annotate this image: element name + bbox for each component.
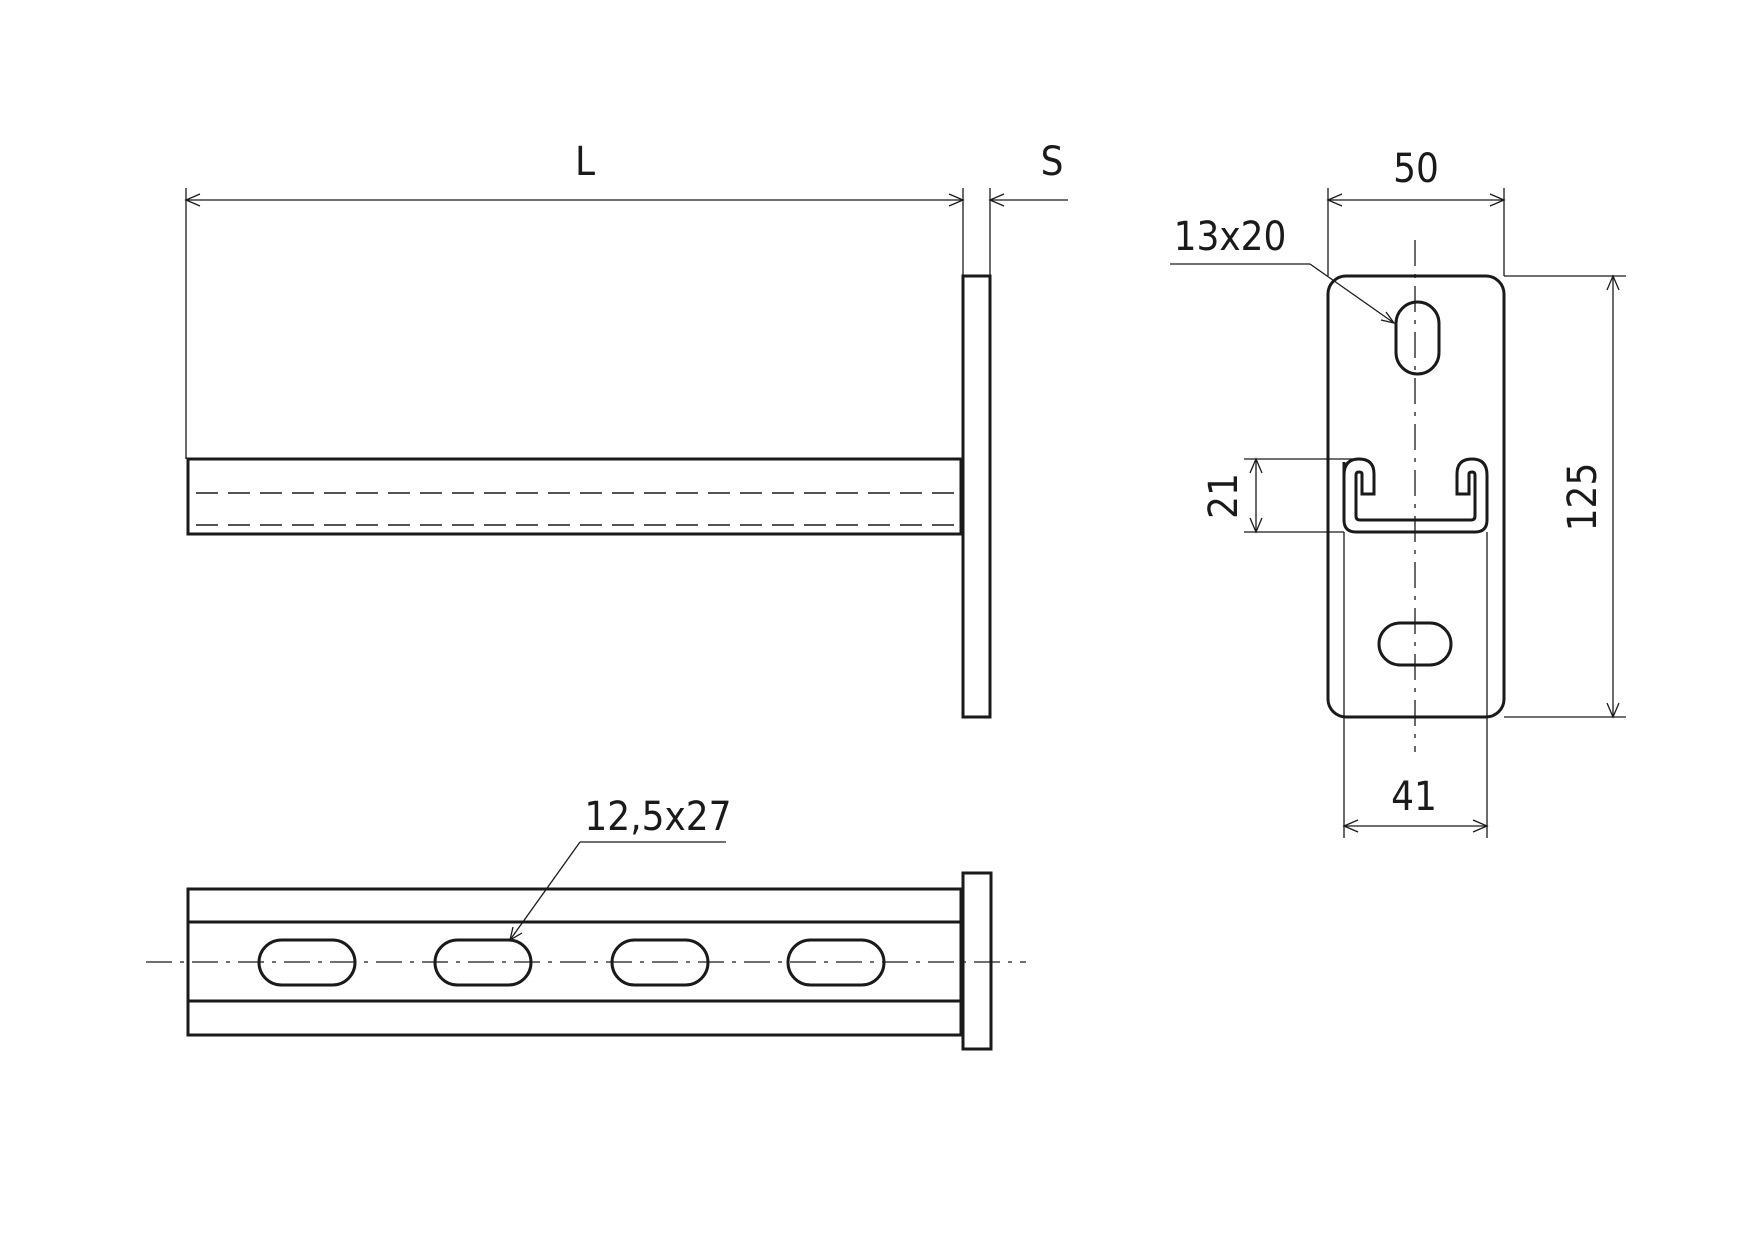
top-view: 12,5x27 bbox=[146, 794, 1026, 1051]
leader-top-slot: 13x20 bbox=[1170, 214, 1396, 325]
front-view: 50 13x20 125 21 bbox=[1170, 146, 1626, 838]
dimension-l-label: L bbox=[575, 139, 595, 185]
dimension-41-label: 41 bbox=[1391, 774, 1437, 820]
dimension-125-label: 125 bbox=[1560, 463, 1606, 532]
top-plate bbox=[961, 871, 993, 1051]
dimension-50: 50 bbox=[1326, 146, 1506, 276]
c-profile bbox=[1342, 457, 1489, 534]
dimension-50-label: 50 bbox=[1393, 146, 1439, 192]
arm-slot-label: 12,5x27 bbox=[584, 794, 731, 840]
top-slot-label: 13x20 bbox=[1174, 214, 1287, 260]
dimension-21-label: 21 bbox=[1201, 473, 1247, 519]
dimension-s-label: S bbox=[1041, 139, 1064, 185]
dimension-s: S bbox=[988, 139, 1068, 207]
top-arm-outline bbox=[186, 887, 963, 1037]
dimension-125: 125 bbox=[1504, 274, 1626, 719]
dimension-41: 41 bbox=[1342, 532, 1489, 838]
dimension-21: 21 bbox=[1201, 457, 1360, 534]
side-arm bbox=[186, 457, 963, 536]
dimension-l: L bbox=[184, 139, 991, 459]
side-view: L S bbox=[184, 139, 1068, 719]
leader-arm-slot: 12,5x27 bbox=[509, 794, 732, 942]
front-plate bbox=[1326, 274, 1506, 719]
side-plate bbox=[961, 274, 992, 719]
top-slot bbox=[1394, 300, 1441, 376]
